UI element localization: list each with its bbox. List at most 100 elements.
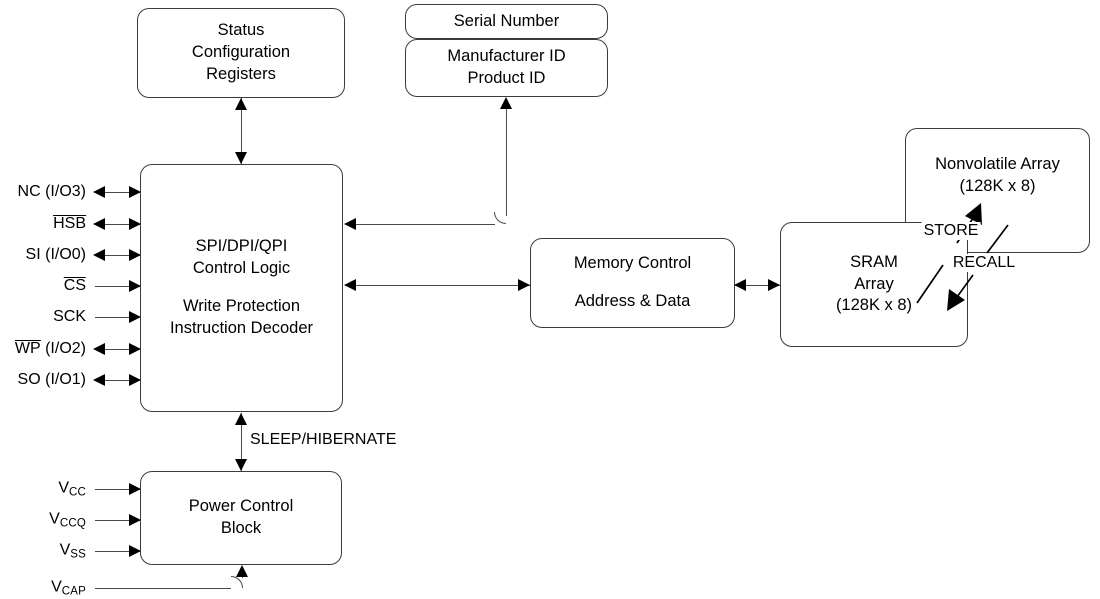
pin-label-vcap: VCAP: [51, 579, 86, 598]
status-registers-line1: Status: [217, 21, 265, 40]
sram-array-line2: Array: [854, 274, 894, 293]
pin-text-vcap-base: V: [51, 578, 62, 596]
wire-ids-vertical: [506, 108, 507, 216]
wire-vcap-vertical: [242, 576, 243, 578]
nonvolatile-array-line1: Nonvolatile Array: [935, 154, 1060, 173]
pin-text-vcc-sub: CC: [68, 486, 86, 499]
arrowhead-sram-left: [768, 279, 780, 291]
control-logic-line1: SPI/DPI/QPI: [195, 237, 288, 256]
arrowhead-vcap: [236, 565, 248, 577]
arrowhead-wp-io2-left: [93, 343, 105, 355]
wire-control-logic-memory-control: [345, 285, 530, 286]
pin-text-vss-sub: SS: [70, 548, 86, 561]
pin-text-nc-io3: NC (I/O3): [17, 183, 86, 200]
label-sleep-hibernate: SLEEP/HIBERNATE: [250, 431, 396, 449]
block-memory-control[interactable]: Memory Control Address & Data: [530, 238, 735, 328]
arrowhead-memory-control-left: [518, 279, 530, 291]
pin-label-sck: SCK: [53, 308, 86, 326]
arrowhead-si-io0-left: [93, 249, 105, 261]
block-control-logic[interactable]: SPI/DPI/QPI Control Logic Write Protecti…: [140, 164, 343, 412]
pin-text-vcap-sub: CAP: [61, 585, 86, 598]
block-status-configuration-registers[interactable]: Status Configuration Registers: [137, 8, 345, 98]
status-registers-line3: Registers: [206, 64, 276, 83]
pin-text-sck: SCK: [53, 308, 86, 325]
control-logic-line3: Write Protection: [182, 297, 301, 315]
power-control-line2: Block: [220, 519, 262, 537]
pin-label-hsb: HSB: [53, 215, 86, 233]
nonvolatile-array-line2: (128K x 8): [959, 176, 1036, 195]
pin-text-vccq-sub: CCQ: [59, 517, 86, 530]
arrowhead-si-io0-right: [129, 249, 141, 261]
pin-label-wp-io2: WP (I/O2): [14, 340, 86, 358]
control-logic-line4: Instruction Decoder: [169, 318, 314, 337]
arrowhead-ids-up: [500, 97, 512, 109]
pin-label-nc-io3: NC (I/O3): [18, 183, 86, 201]
wire-vcap-horizontal: [95, 588, 231, 589]
wire-vss: [95, 551, 141, 552]
arrowhead-memory-control-right: [734, 279, 746, 291]
wire-vcc: [95, 489, 141, 490]
pin-label-si-io0: SI (I/O0): [26, 246, 86, 264]
arrowhead-wp-io2-right: [129, 343, 141, 355]
pin-text-so-io1: SO (I/O1): [17, 371, 86, 388]
memory-control-line2: Address & Data: [574, 292, 691, 310]
power-control-line1: Power Control: [188, 497, 294, 516]
arrowhead-ids-left: [344, 218, 356, 230]
store-text: STORE: [923, 222, 979, 239]
recall-text: RECALL: [952, 254, 1016, 271]
wire-vccq: [95, 520, 141, 521]
pin-text-hsb: HSB: [53, 215, 86, 232]
pin-text-io2: (I/O2): [40, 340, 86, 357]
arrowhead-vss: [129, 545, 141, 557]
pin-label-vcc: VCC: [58, 480, 86, 499]
wire-status-registers-control-logic: [241, 98, 242, 164]
arrowhead-hsb-right: [129, 218, 141, 230]
wire-nc-io3: [95, 192, 141, 193]
wire-ids-horizontal: [356, 224, 495, 225]
wire-hsb: [95, 224, 141, 225]
pin-label-vss: VSS: [60, 542, 86, 561]
wire-ids-corner: [494, 212, 506, 224]
status-registers-line2: Configuration: [191, 43, 291, 62]
wire-sleep-hibernate: [241, 413, 242, 471]
block-nonvolatile-array[interactable]: Nonvolatile Array (128K x 8): [905, 128, 1090, 253]
wire-cs: [95, 286, 141, 287]
wire-si-io0: [95, 255, 141, 256]
arrowhead-control-logic-right: [344, 279, 356, 291]
block-power-control[interactable]: Power Control Block: [140, 471, 342, 565]
pin-label-vccq: VCCQ: [49, 511, 86, 530]
label-store: STORE: [921, 222, 981, 240]
pin-text-vccq-base: V: [49, 510, 60, 528]
wire-memory-control-sram: [735, 285, 780, 286]
arrowhead-nc-io3-left: [93, 186, 105, 198]
arrowhead-sleep-down: [235, 459, 247, 471]
arrowhead-hsb-left: [93, 218, 105, 230]
sram-array-line1: SRAM: [850, 252, 898, 271]
arrowhead-sleep-up: [235, 413, 247, 425]
arrowhead-sck: [129, 311, 141, 323]
arrowhead-cs: [129, 280, 141, 292]
arrowhead-store: [965, 203, 982, 225]
sleep-hibernate-text: SLEEP/HIBERNATE: [250, 431, 397, 448]
sram-array-line3: (128K x 8): [835, 296, 913, 315]
pin-text-cs: CS: [63, 277, 86, 294]
serial-number-label: Serial Number: [453, 11, 560, 30]
pin-label-cs: CS: [63, 277, 86, 295]
wire-sck: [95, 317, 141, 318]
recall-arrow: [956, 224, 1009, 298]
arrowhead-nc-io3-right: [129, 186, 141, 198]
control-logic-line2: Control Logic: [192, 259, 291, 278]
arrowhead-recall: [947, 289, 965, 311]
arrowhead-vccq: [129, 514, 141, 526]
block-manufacturer-product-id[interactable]: Manufacturer ID Product ID: [405, 39, 608, 97]
pin-text-vcc-base: V: [58, 479, 69, 497]
memory-control-line1: Memory Control: [573, 254, 692, 273]
arrowhead-so-io1-right: [129, 374, 141, 386]
block-sram-array[interactable]: SRAM Array (128K x 8): [780, 222, 968, 347]
arrowhead-status-registers-up: [235, 98, 247, 110]
block-serial-number[interactable]: Serial Number: [405, 4, 608, 39]
arrowhead-so-io1-left: [93, 374, 105, 386]
product-id-label: Product ID: [467, 69, 546, 87]
pin-text-si-io0: SI (I/O0): [25, 246, 86, 263]
